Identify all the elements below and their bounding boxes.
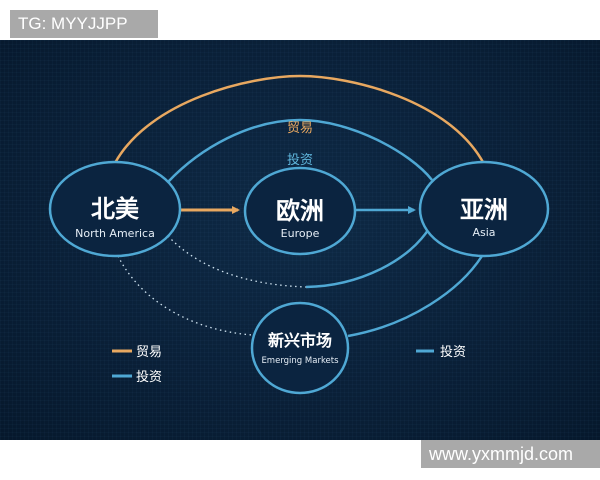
watermark-bottom: www.yxmmjd.com [421, 440, 600, 468]
legend-right: 投资 [416, 344, 466, 360]
investment-arc-label: 投资 [287, 152, 313, 168]
investment-arc-lower-asia [305, 226, 432, 289]
node-label-en: Europe [281, 227, 320, 240]
investment-arc-emerging-asia [347, 255, 484, 338]
node-label-en: Asia [472, 226, 495, 239]
dotted-link-north-america-lower [167, 235, 307, 288]
node-label-en: North America [75, 227, 155, 240]
node-label-zh: 北美 [91, 195, 139, 223]
legend-left: 贸易 投资 [112, 345, 162, 385]
node-europe: 欧洲 Europe [243, 166, 357, 256]
watermark-top: TG: MYYJJPP [10, 10, 158, 38]
diagram-canvas: 北美 North America 欧洲 Europe 亚洲 Asia 新兴市场 … [0, 40, 600, 440]
capital-flow-diagram: 北美 North America 欧洲 Europe 亚洲 Asia 新兴市场 … [48, 74, 550, 395]
node-north-america: 北美 North America [48, 160, 182, 258]
node-emerging-markets: 新兴市场 Emerging Markets [250, 301, 350, 395]
legend-investment-label: 投资 [440, 344, 466, 360]
legend-trade-label: 贸易 [136, 345, 162, 360]
node-asia: 亚洲 Asia [418, 160, 550, 258]
trade-arc-north-america-asia [113, 74, 486, 165]
investment-arc-north-america-asia [167, 118, 433, 183]
node-label-zh: 欧洲 [276, 197, 324, 225]
node-label-en: Emerging Markets [261, 356, 339, 366]
node-label-zh: 新兴市场 [268, 331, 332, 350]
legend-investment-label: 投资 [136, 369, 162, 385]
dotted-link-north-america-emerging [117, 255, 253, 336]
node-label-zh: 亚洲 [460, 196, 508, 224]
trade-arc-label: 贸易 [287, 121, 313, 136]
